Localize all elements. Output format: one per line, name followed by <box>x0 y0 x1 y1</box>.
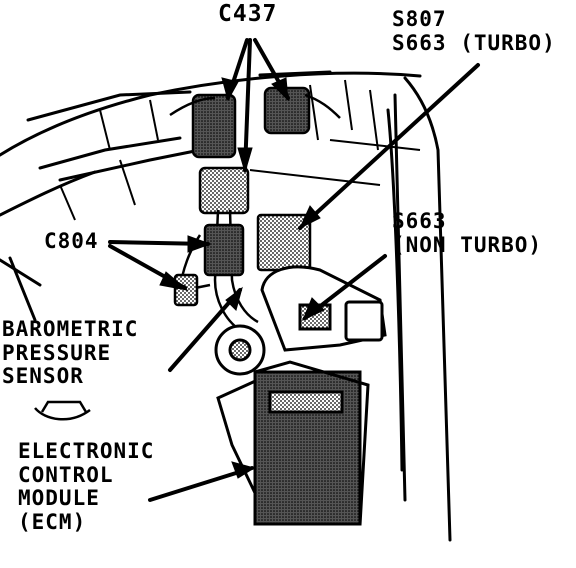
label-ecm-line2: CONTROL <box>18 462 114 487</box>
c804-connector <box>173 213 312 307</box>
ecm-module <box>216 360 370 526</box>
label-s663-turbo: S663 (TURBO) <box>392 30 556 55</box>
label-baro-line1: BAROMETRIC <box>2 317 139 341</box>
arrow-heads <box>159 77 325 479</box>
label-ecm: ELECTRONIC CONTROL MODULE (ECM) <box>18 439 155 534</box>
label-s663-non-turbo-line1: S663 <box>392 209 447 233</box>
c437-connectors <box>169 86 341 215</box>
label-ecm-line1: ELECTRONIC <box>18 439 155 463</box>
label-baro-line2: PRESSURE <box>2 340 112 365</box>
label-s807: S807 <box>392 7 447 31</box>
sensor-clip <box>34 400 91 421</box>
panel-grid <box>59 79 421 221</box>
label-s807-s663-turbo: S807 S663 (TURBO) <box>392 7 556 55</box>
bracket <box>214 265 387 376</box>
label-ecm-line3: MODULE <box>18 486 100 511</box>
label-s663-non-turbo: S663 (NON TURBO) <box>392 209 543 257</box>
label-baro-line3: SENSOR <box>2 364 84 389</box>
label-c437: C437 <box>218 1 278 27</box>
label-barometric-pressure-sensor: BAROMETRIC PRESSURE SENSOR <box>2 317 139 389</box>
label-s663-non-turbo-line2: (NON TURBO) <box>392 232 543 257</box>
label-c804: C804 <box>44 229 99 253</box>
label-ecm-line4: (ECM) <box>18 509 87 534</box>
